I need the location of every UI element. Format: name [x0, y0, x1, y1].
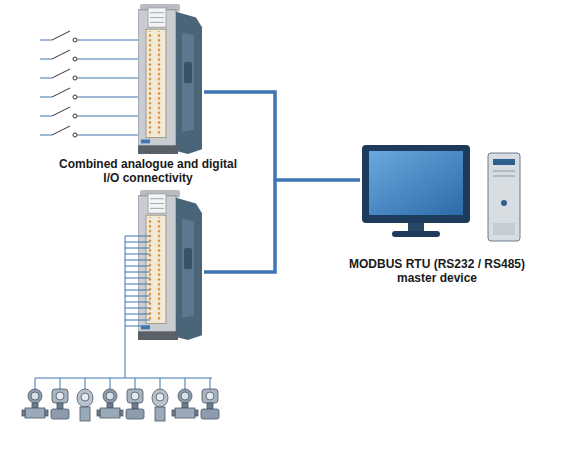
caption-text: Combined analogue and digital I/O connec… [54, 157, 242, 185]
master-pc: MODBUS RTU (RS232 / RS485) master device [360, 143, 522, 243]
master-pc-shape [360, 143, 522, 243]
io-module-shape [138, 4, 204, 154]
caption-text: MODBUS RTU (RS232 / RS485) master device [342, 257, 532, 285]
io-module: Combined analogue and digital I/O connec… [138, 4, 204, 154]
